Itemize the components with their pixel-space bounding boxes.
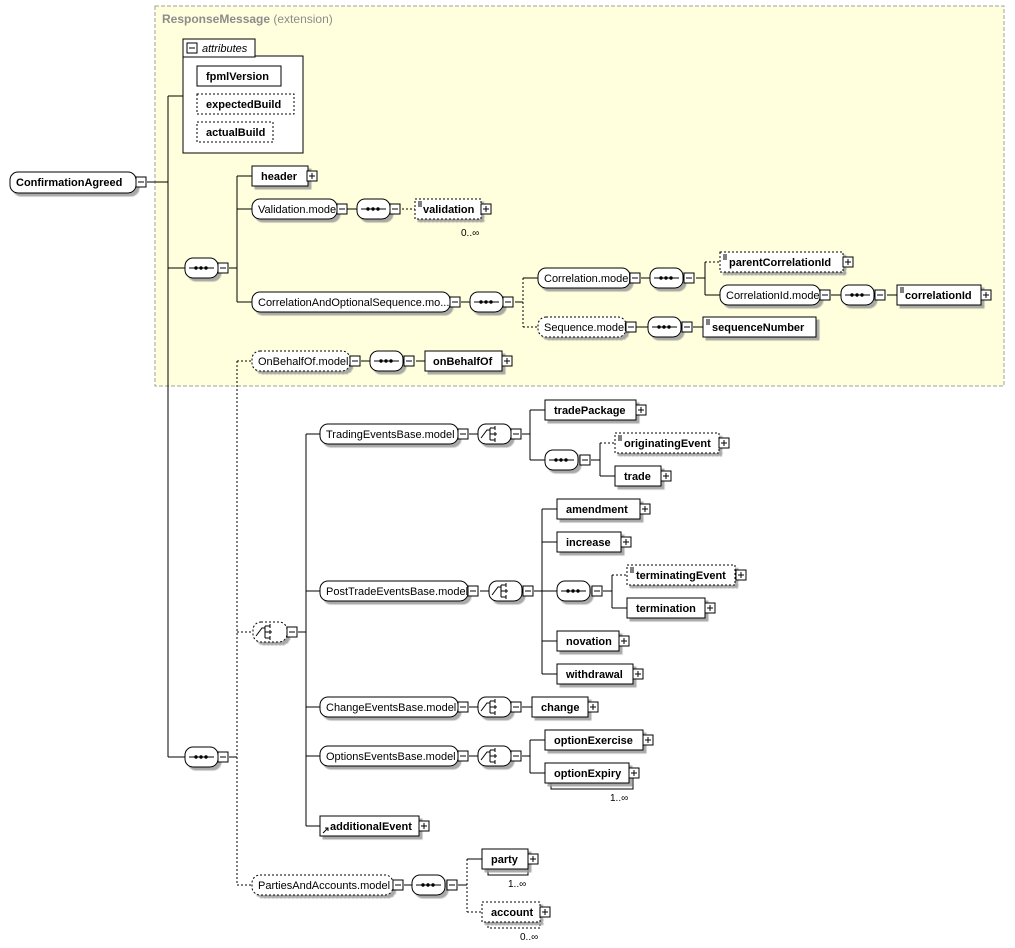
element-header[interactable]: header — [251, 165, 318, 187]
element-additionalEvent[interactable]: additionalEvent — [319, 815, 430, 837]
sequence-post-trade[interactable] — [556, 580, 603, 602]
element-amendment[interactable]: amendment — [556, 498, 651, 520]
svg-text:party: party — [491, 854, 519, 866]
svg-text:CorrelationAndOptionalSequence: CorrelationAndOptionalSequence.mo... — [258, 297, 449, 309]
element-account[interactable]: account 0..∞ — [481, 901, 551, 943]
svg-text:optionExpiry: optionExpiry — [554, 768, 622, 780]
sequence-onBehalfOf[interactable] — [369, 350, 415, 372]
svg-text:additionalEvent: additionalEvent — [330, 821, 412, 833]
svg-text:tradePackage: tradePackage — [554, 405, 626, 417]
cardinality-validation: 0..∞ — [461, 228, 479, 239]
element-onBehalfOf[interactable]: onBehalfOf — [424, 350, 513, 372]
attr-expectedBuild-box[interactable] — [196, 93, 295, 115]
svg-text:validation: validation — [423, 204, 475, 216]
choice-trading[interactable] — [477, 423, 522, 445]
svg-text:optionExercise: optionExercise — [554, 735, 633, 747]
element-originatingEvent[interactable]: originatingEvent — [614, 432, 730, 454]
svg-text:TradingEventsBase.model: TradingEventsBase.model — [326, 429, 455, 441]
attr-actualBuild: actualBuild — [206, 127, 265, 139]
root-element[interactable]: ConfirmationAgreed — [9, 171, 147, 194]
svg-text:terminatingEvent: terminatingEvent — [636, 570, 726, 582]
svg-text:novation: novation — [566, 636, 612, 648]
svg-text:termination: termination — [636, 603, 696, 615]
cardinality-optionExpiry: 1..∞ — [610, 793, 628, 804]
svg-text:PartiesAndAccounts.model: PartiesAndAccounts.model — [258, 880, 390, 892]
sequence-compositor-lower[interactable] — [184, 746, 229, 768]
element-tradePackage[interactable]: tradePackage — [544, 399, 647, 421]
root-collapse-icon — [135, 176, 147, 188]
choice-post-trade[interactable] — [488, 580, 534, 602]
svg-text:onBehalfOf: onBehalfOf — [433, 356, 493, 368]
attr-expectedBuild: expectedBuild — [206, 99, 281, 111]
element-withdrawal[interactable]: withdrawal — [556, 663, 644, 685]
svg-text:Validation.model: Validation.model — [258, 204, 339, 216]
cardinality-party: 1..∞ — [508, 879, 526, 890]
element-optionExpiry[interactable]: optionExpiry 1..∞ — [544, 762, 640, 804]
svg-text:sequenceNumber: sequenceNumber — [712, 322, 805, 334]
element-trade[interactable]: trade — [614, 465, 672, 487]
group-options-events[interactable]: OptionsEventsBase.model — [319, 745, 469, 767]
element-validation[interactable]: validation 0..∞ — [414, 198, 492, 239]
group-parties-accounts[interactable]: PartiesAndAccounts.model — [251, 874, 404, 896]
cardinality-account: 0..∞ — [520, 932, 538, 943]
svg-text:trade: trade — [624, 471, 651, 483]
svg-text:Correlation.model: Correlation.model — [544, 273, 631, 285]
element-novation[interactable]: novation — [556, 630, 630, 652]
attr-actualBuild-box[interactable] — [196, 121, 274, 143]
group-correlationId-model[interactable]: CorrelationId.model — [719, 284, 831, 306]
group-sequence-model[interactable]: Sequence.model — [537, 316, 637, 338]
element-parentCorrelationId[interactable]: parentCorrelationId — [719, 251, 854, 273]
group-validation-model[interactable]: Validation.model — [251, 198, 348, 220]
choice-options[interactable] — [477, 745, 522, 767]
sequence-sequence-model[interactable] — [647, 316, 693, 338]
group-post-trade-events[interactable]: PostTradeEventsBase.model — [319, 580, 479, 602]
svg-text:amendment: amendment — [566, 504, 628, 516]
attributes-collapse-icon[interactable] — [186, 42, 198, 54]
svg-text:increase: increase — [566, 537, 611, 549]
choice-change[interactable] — [477, 696, 522, 718]
svg-text:ChangeEventsBase.model: ChangeEventsBase.model — [326, 702, 456, 714]
element-termination[interactable]: termination — [626, 597, 716, 619]
svg-text:Sequence.model: Sequence.model — [544, 322, 627, 334]
attr-fpmlVersion-box[interactable] — [196, 65, 282, 87]
svg-text:PostTradeEventsBase.model: PostTradeEventsBase.model — [326, 586, 468, 598]
extension-title: ResponseMessage (extension) — [162, 12, 333, 26]
attributes-label: attributes — [202, 43, 248, 55]
attributes-group: attributes fpmlVersion expectedBuild act… — [182, 38, 304, 154]
sequence-correlation[interactable] — [469, 291, 514, 313]
element-sequenceNumber[interactable]: sequenceNumber — [702, 316, 817, 338]
element-change[interactable]: change — [531, 696, 599, 718]
element-increase[interactable]: increase — [556, 531, 632, 553]
sequence-validation[interactable] — [356, 198, 401, 220]
svg-text:ConfirmationAgreed: ConfirmationAgreed — [16, 177, 122, 189]
svg-text:OnBehalfOf.model: OnBehalfOf.model — [258, 356, 349, 368]
svg-text:OptionsEventsBase.model: OptionsEventsBase.model — [326, 751, 456, 763]
connectors — [147, 95, 897, 913]
svg-text:parentCorrelationId: parentCorrelationId — [729, 257, 831, 269]
sequence-correlationId[interactable] — [840, 284, 886, 306]
sequence-compositor-upper[interactable] — [184, 257, 229, 279]
svg-text:account: account — [491, 907, 534, 919]
attr-fpmlVersion: fpmlVersion — [206, 71, 269, 83]
group-correlation-sequence[interactable]: CorrelationAndOptionalSequence.mo... — [251, 291, 461, 313]
element-terminatingEvent[interactable]: terminatingEvent — [626, 564, 747, 586]
group-change-events[interactable]: ChangeEventsBase.model — [319, 696, 469, 718]
element-optionExercise[interactable]: optionExercise — [544, 729, 654, 751]
group-onBehalfOf-model[interactable]: OnBehalfOf.model — [251, 350, 361, 372]
svg-text:correlationId: correlationId — [905, 290, 972, 302]
choice-compositor-events[interactable] — [252, 621, 298, 643]
svg-text:withdrawal: withdrawal — [565, 669, 623, 681]
svg-text:originatingEvent: originatingEvent — [624, 438, 711, 450]
svg-text:header: header — [261, 171, 298, 183]
group-correlation-model[interactable]: Correlation.model — [537, 267, 641, 289]
svg-text:CorrelationId.model: CorrelationId.model — [726, 290, 822, 302]
element-party[interactable]: party 1..∞ — [481, 848, 539, 890]
svg-text:change: change — [541, 702, 580, 714]
sequence-parties[interactable] — [411, 874, 458, 896]
element-correlationId[interactable]: correlationId — [896, 284, 992, 306]
sequence-trading[interactable] — [544, 449, 591, 471]
group-trading-events[interactable]: TradingEventsBase.model — [319, 423, 469, 445]
sequence-correlation-model[interactable] — [649, 267, 695, 289]
